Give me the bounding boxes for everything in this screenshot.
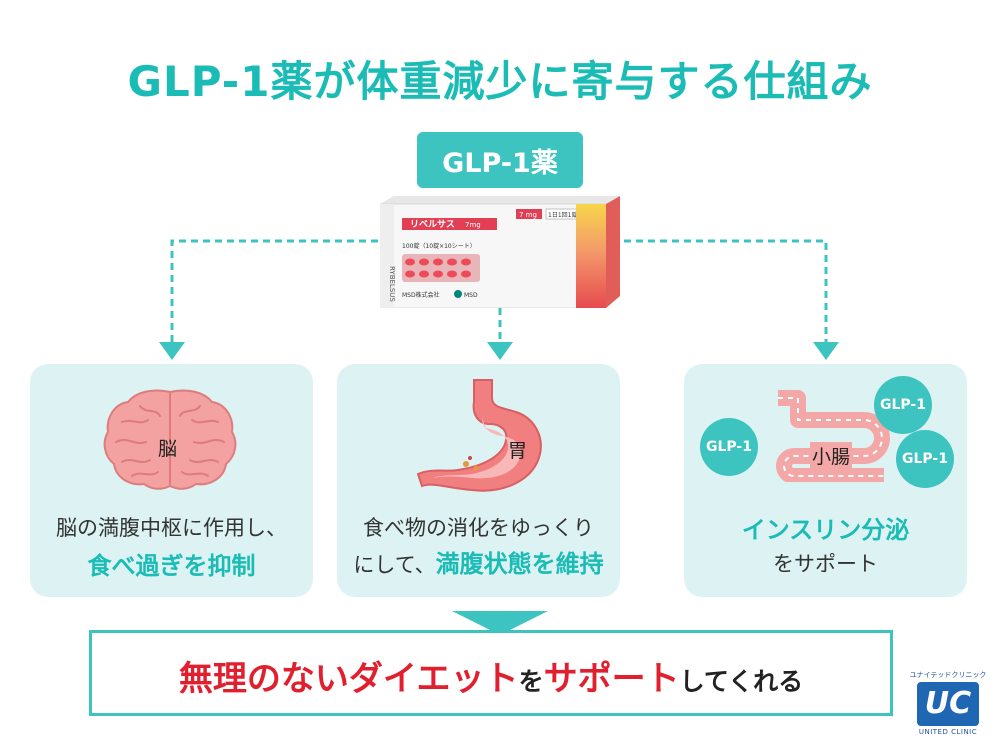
package-count: 100錠（10錠×10シート） (402, 242, 476, 250)
package-msd-logo: MSD (464, 292, 478, 299)
conclusion-part3: サポート (543, 659, 680, 699)
intestine-label: 小腸 (810, 442, 853, 469)
glp-bubble-2: GLP-1 (874, 376, 932, 434)
brain-description-line2: 食べ過ぎを抑制 (87, 552, 256, 580)
stomach-line2-prefix: にして、 (353, 553, 436, 577)
package-dose-box: 7 mg (519, 211, 537, 219)
drug-badge: GLP-1薬 (417, 132, 583, 188)
card-intestine: 小腸 GLP-1 GLP-1 GLP-1 インスリン分泌 をサポート (684, 364, 967, 597)
connector-left (170, 239, 378, 344)
logo-top-text: ユナイテッドクリニック (909, 671, 987, 679)
connector-right (624, 239, 828, 344)
package-maker: MSD株式会社 (402, 291, 440, 299)
package-spine: RYBELSUS (388, 266, 396, 302)
arrow-center (487, 342, 513, 360)
conclusion-part4: してくれる (679, 667, 804, 696)
intestine-description-line1: インスリン分泌 (741, 516, 910, 544)
clinic-logo: ユナイテッドクリニック UC UNITED CLINIC (908, 670, 988, 742)
intestine-icon (776, 390, 890, 482)
arrow-right (813, 342, 839, 360)
logo-mark: UC (917, 682, 979, 726)
package-brand: リベルサス (410, 219, 455, 230)
logo-bottom-text: UNITED CLINIC (918, 728, 978, 736)
glp-bubble-1: GLP-1 (700, 418, 758, 476)
stomach-description-line1: 食べ物の消化をゆっくり (363, 516, 594, 540)
stomach-icon (416, 379, 542, 492)
brand-strip (402, 218, 497, 230)
card-brain: 脳 脳の満腹中枢に作用し、 食べ過ぎを抑制 (30, 364, 313, 597)
brain-label: 脳 (158, 438, 178, 460)
brain-description-line1: 脳の満腹中枢に作用し、 (56, 516, 287, 540)
down-arrow (452, 611, 548, 635)
arrow-left (159, 342, 185, 360)
glp-bubble-3: GLP-1 (896, 430, 954, 488)
page-title: GLP-1薬が体重減少に寄与する仕組み (127, 57, 873, 106)
conclusion-box: 無理のないダイエットをサポートしてくれる (89, 630, 893, 716)
medicine-package: RYBELSUS リベルサス 7mg 7 mg 1日1回1錠 100錠（10錠×… (380, 196, 620, 308)
conclusion-part1: 無理のないダイエット (178, 659, 519, 699)
stomach-description-line2: にして、満腹状態を維持 (337, 544, 620, 579)
conclusion-part2: を (518, 667, 544, 696)
stomach-line2-emphasis: 満腹状態を維持 (435, 550, 604, 578)
brain-icon (103, 389, 237, 490)
card-stomach: 胃 食べ物の消化をゆっくり にして、満腹状態を維持 (337, 364, 620, 597)
conclusion-text: 無理のないダイエットをサポートしてくれる (92, 651, 890, 700)
package-frequency: 1日1回1錠 (548, 211, 577, 219)
intestine-description-line2: をサポート (773, 552, 878, 576)
package-dose: 7mg (465, 221, 481, 229)
stomach-label: 胃 (508, 440, 528, 462)
